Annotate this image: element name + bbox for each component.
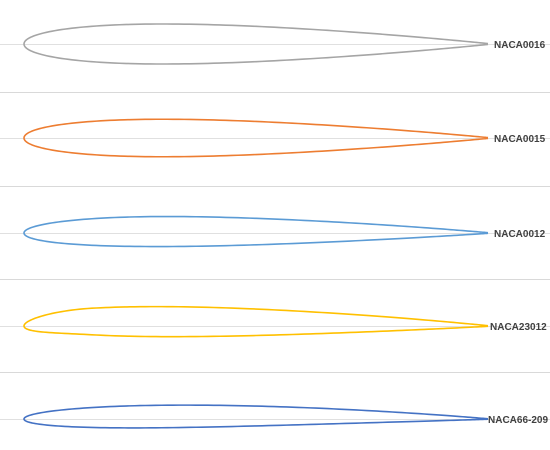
airfoil-line-naca23012 xyxy=(23,305,489,338)
series-label-naca23012: NACA23012 xyxy=(490,322,547,333)
airfoil-line-naca0015 xyxy=(23,118,489,158)
airfoil-line-naca66-209 xyxy=(23,404,489,429)
series-label-naca0016: NACA0016 xyxy=(494,40,546,51)
airfoil-line-naca0016 xyxy=(23,23,489,65)
airfoil-line-naca0012 xyxy=(23,215,489,248)
series-label-naca0015: NACA0015 xyxy=(494,134,546,145)
series-layer xyxy=(23,23,489,429)
grid-layer xyxy=(0,44,550,420)
series-label-naca0012: NACA0012 xyxy=(494,229,546,240)
label-layer: NACA0016NACA0015NACA0012NACA23012NACA66-… xyxy=(488,40,548,426)
series-label-naca66-209: NACA66-209 xyxy=(488,415,548,426)
